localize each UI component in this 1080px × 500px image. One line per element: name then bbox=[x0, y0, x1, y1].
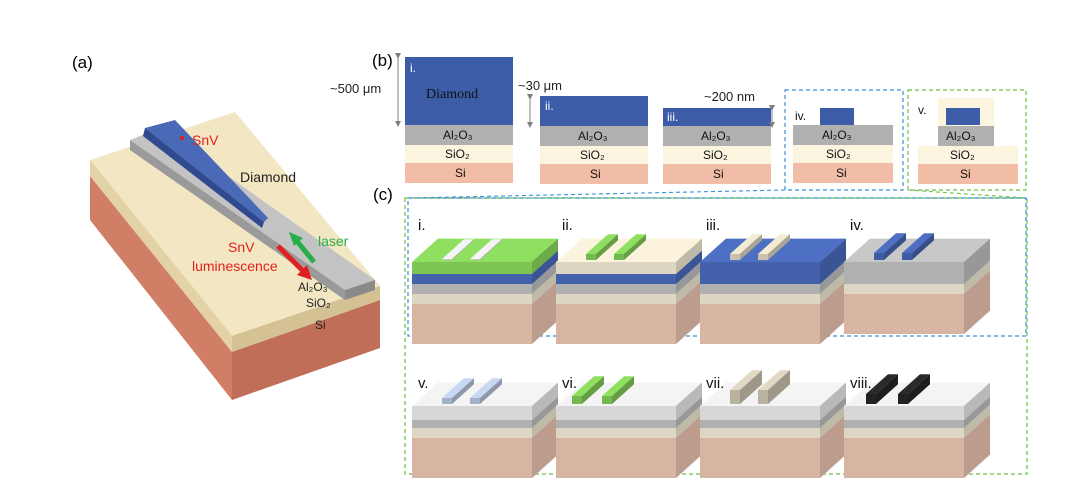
step-c-label-8: viii. bbox=[850, 375, 872, 392]
process-block-step-5 bbox=[412, 378, 558, 478]
sio2-label-a: SiO₂ bbox=[306, 296, 331, 310]
stack-step-iii bbox=[663, 108, 771, 184]
al2o3-label-b5: Al₂O₃ bbox=[946, 129, 976, 143]
laser-label: laser bbox=[318, 233, 349, 249]
stack-step-ii bbox=[540, 96, 648, 184]
step-c-label-1: i. bbox=[418, 217, 426, 234]
step-b-iv: iv. bbox=[795, 109, 806, 123]
luminescence-label-line1: SnV bbox=[228, 239, 255, 255]
diamond-label-b: Diamond bbox=[426, 87, 478, 102]
al2o3-label-b3: Al₂O₃ bbox=[701, 129, 731, 143]
al2o3-label-b4: Al₂O₃ bbox=[822, 128, 852, 142]
process-block-step-8 bbox=[844, 374, 990, 478]
si-label-b4: Si bbox=[836, 166, 847, 180]
laser-arrow-icon bbox=[289, 232, 316, 264]
step-c-label-4: iv. bbox=[850, 217, 864, 234]
si-label-a: Si bbox=[315, 318, 326, 332]
sio2-label-b3: SiO₂ bbox=[703, 148, 728, 162]
step-c-label-2: ii. bbox=[562, 217, 573, 234]
al2o3-label-b2: Al₂O₃ bbox=[578, 129, 608, 143]
step-b-v: v. bbox=[918, 103, 926, 117]
stack-step-i bbox=[405, 57, 513, 183]
luminescence-arrow-icon bbox=[276, 244, 312, 280]
sio2-label-b4: SiO₂ bbox=[826, 147, 851, 161]
dim-200-label: ~200 nm bbox=[704, 89, 755, 104]
panel-a-diamond-waveguide bbox=[143, 120, 268, 228]
process-block-step-4 bbox=[844, 233, 990, 334]
connector-iv-to-c bbox=[407, 189, 786, 199]
luminescence-label-line2: luminescence bbox=[192, 258, 278, 274]
al2o3-label-a: Al₂O₃ bbox=[298, 280, 328, 294]
process-block-step-1 bbox=[412, 238, 558, 344]
stack-step-v bbox=[918, 98, 1018, 184]
diamond-label-a: Diamond bbox=[240, 169, 296, 185]
dim-30-label: ~30 μm bbox=[518, 78, 562, 93]
al2o3-label-b1: Al₂O₃ bbox=[443, 128, 473, 142]
process-block-step-7 bbox=[700, 370, 846, 478]
sio2-label-b5: SiO₂ bbox=[950, 148, 975, 162]
step-c-label-5: v. bbox=[418, 375, 429, 392]
sio2-label-b1: SiO₂ bbox=[445, 147, 470, 161]
sio2-label-b2: SiO₂ bbox=[580, 148, 605, 162]
process-block-step-2 bbox=[556, 234, 702, 344]
step-b-ii: ii. bbox=[545, 99, 554, 113]
step-b-iii: iii. bbox=[667, 110, 678, 124]
snv-center-dot bbox=[179, 135, 185, 141]
panel-a-label: (a) bbox=[72, 53, 93, 72]
step-c-label-6: vi. bbox=[562, 375, 577, 392]
stack-iv-dashed-box bbox=[784, 89, 904, 191]
step-c-label-7: vii. bbox=[706, 375, 724, 392]
step-b-i: i. bbox=[410, 61, 416, 75]
process-block-step-6 bbox=[556, 376, 702, 478]
process-block-step-3 bbox=[700, 234, 846, 344]
panel-b-label: (b) bbox=[372, 51, 393, 70]
si-label-b1: Si bbox=[455, 166, 466, 180]
si-label-b3: Si bbox=[713, 167, 724, 181]
stack-step-iv bbox=[793, 108, 893, 183]
dim-500-label: ~500 μm bbox=[330, 81, 381, 96]
si-label-b5: Si bbox=[960, 167, 971, 181]
stack-v-dashed-box bbox=[907, 89, 1027, 191]
step-c-label-3: iii. bbox=[706, 217, 720, 234]
connector-v-to-c bbox=[907, 189, 1027, 199]
panel-c-label: (c) bbox=[373, 185, 393, 204]
si-label-b2: Si bbox=[590, 167, 601, 181]
snv-label: SnV bbox=[192, 132, 219, 148]
